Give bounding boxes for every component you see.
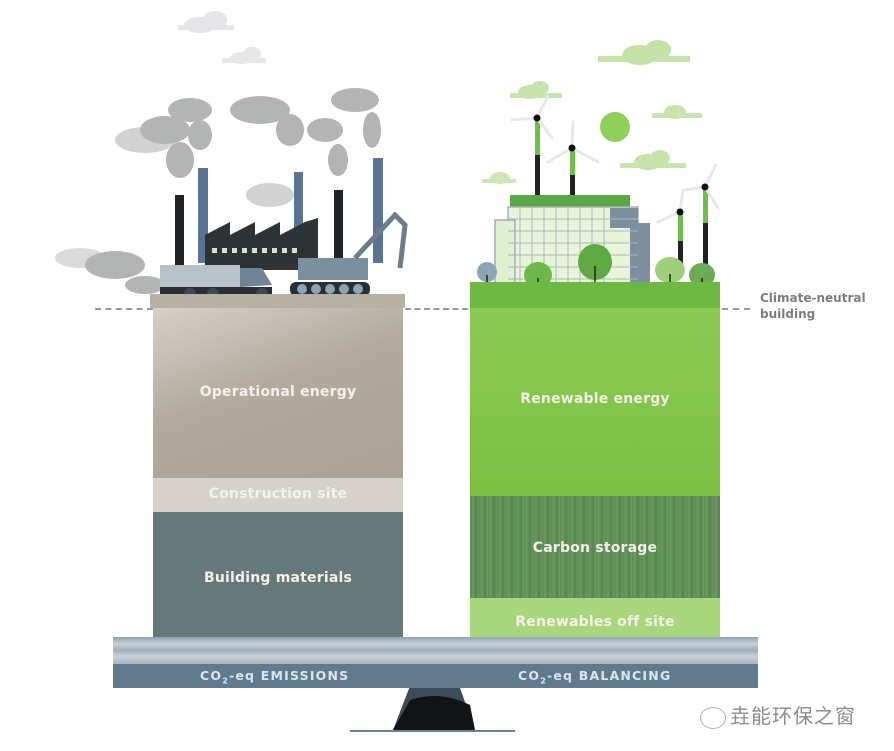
segment-carbon-storage: Carbon storage xyxy=(470,496,720,598)
threshold-label: Climate-neutral building xyxy=(760,290,866,322)
emissions-column: Operational energy Construction site Bui… xyxy=(153,308,403,646)
segment-label: Renewable energy xyxy=(520,391,670,407)
segment-building-materials: Building materials xyxy=(153,512,403,646)
segment-label: Renewables off site xyxy=(515,614,675,630)
scale-beam-label-band xyxy=(113,664,758,688)
scale-beam xyxy=(113,637,758,664)
threshold-line-middle xyxy=(405,308,468,310)
threshold-label-line1: Climate-neutral xyxy=(760,291,866,305)
factory-illustration xyxy=(55,88,408,308)
threshold-line-left xyxy=(95,308,153,310)
threshold-label-line2: building xyxy=(760,307,816,321)
segment-label: Construction site xyxy=(208,486,348,502)
scale-fulcrum xyxy=(350,650,515,732)
cloud-icon xyxy=(652,105,702,119)
segment-construction-site: Construction site xyxy=(153,478,403,512)
segment-operational-energy: Operational energy xyxy=(153,308,403,478)
segment-label: Operational energy xyxy=(199,384,357,400)
threshold-line-right xyxy=(722,308,750,310)
balancing-axis-label: CO2-eq BALANCING xyxy=(518,668,672,686)
segment-renewable-energy: Renewable energy xyxy=(470,308,720,496)
cloud-icon xyxy=(598,40,690,65)
emissions-axis-label: CO2-eq EMISSIONS xyxy=(200,668,350,686)
sun-icon xyxy=(600,112,630,142)
cloud-icon xyxy=(178,11,234,33)
balancing-column: Renewable energy Carbon storage Renewabl… xyxy=(470,308,720,646)
cloud-icon xyxy=(222,47,266,64)
cloud-icon xyxy=(510,81,562,99)
cloud-icon xyxy=(482,172,516,184)
green-building-illustration xyxy=(470,94,720,308)
segment-label: Carbon storage xyxy=(532,540,658,556)
wechat-icon xyxy=(700,706,726,729)
watermark: 垚能环保之窗 xyxy=(700,700,856,729)
segment-label: Building materials xyxy=(203,570,353,586)
watermark-text: 垚能环保之窗 xyxy=(730,704,856,728)
cloud-icon xyxy=(620,150,686,170)
